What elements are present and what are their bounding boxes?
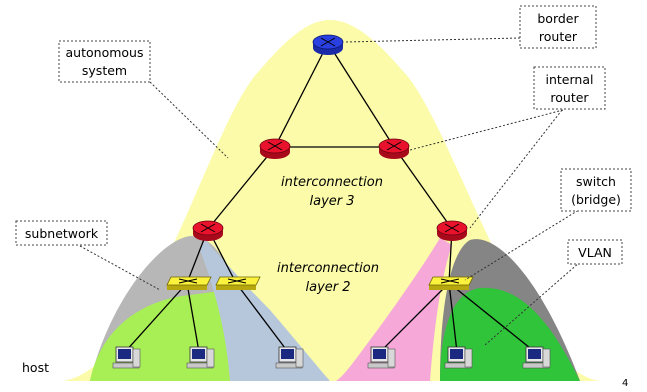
router-icon: [378, 138, 410, 159]
border-router-label-line1: border: [537, 11, 579, 26]
router-icon: [192, 220, 224, 241]
vlan-callout: [567, 239, 623, 265]
layer3-label-line2: layer 3: [309, 194, 354, 209]
computer-icon: [275, 346, 304, 369]
switch-icon: [428, 276, 474, 290]
autonomous-system-callout: [58, 40, 151, 83]
layer2-label-line1: interconnection: [277, 261, 379, 276]
switch-label-line2: (bridge): [571, 192, 621, 207]
switch-icon: [166, 276, 212, 290]
page-number: 4: [622, 378, 628, 389]
border-router-icon: [312, 34, 344, 55]
computer-icon: [367, 346, 396, 369]
switch-label-line1: switch: [576, 174, 616, 189]
layer2-label-line2: layer 2: [305, 280, 350, 295]
autonomous-system-label-line1: autonomous: [66, 45, 144, 60]
subnetwork-pink-region: [336, 238, 452, 381]
layer3-label-line1: interconnection: [281, 175, 383, 190]
computer-icon: [186, 346, 215, 369]
switch-callout: [560, 168, 632, 212]
internal-router-label-line2: router: [550, 90, 589, 105]
internal-router-callout: [533, 66, 606, 110]
computer-icon: [444, 346, 473, 369]
computer-icon: [112, 346, 141, 369]
host-label: host: [22, 360, 49, 375]
vlan-label: VLAN: [578, 245, 612, 260]
computer-icon: [522, 346, 551, 369]
internal-router-label-line1: internal: [546, 72, 594, 87]
subnetwork-label: subnetwork: [25, 226, 99, 241]
subnetwork-callout: [15, 220, 108, 246]
border-router-label-line2: router: [539, 29, 578, 44]
router-icon: [259, 138, 291, 159]
switch-icon: [215, 276, 261, 290]
autonomous-system-label-line2: system: [82, 63, 127, 78]
border-router-callout: [519, 5, 597, 49]
callout-leaders: [79, 37, 596, 346]
router-icon: [436, 220, 468, 241]
